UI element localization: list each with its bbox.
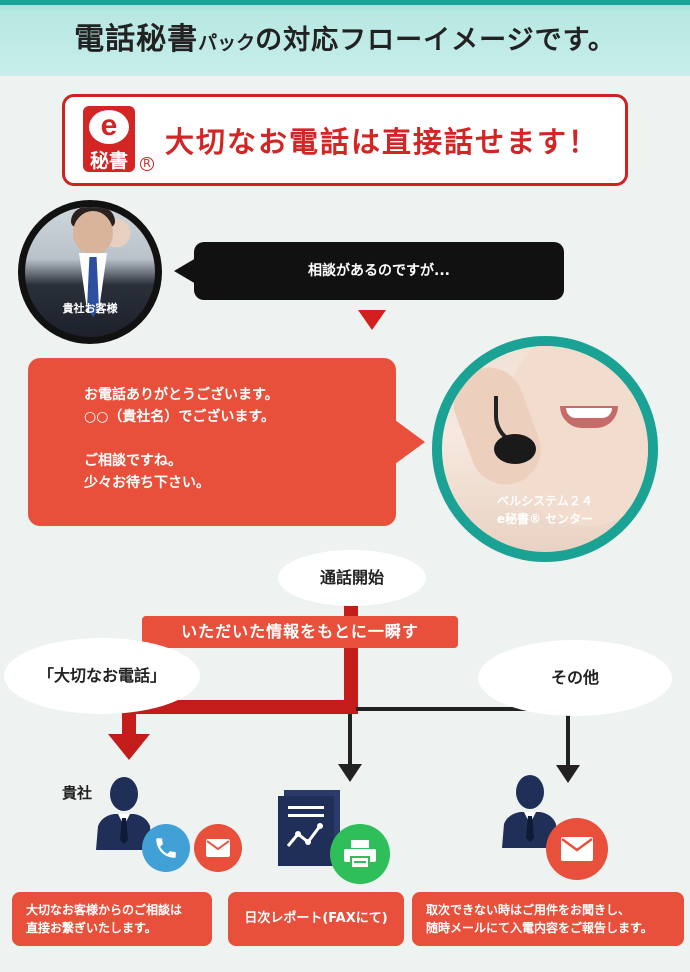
operator-label-line1: ベルシステム２４ bbox=[497, 494, 593, 508]
client-photo-circle: 貴社お客様 bbox=[18, 200, 162, 344]
headline-banner: e 秘書 R 大切なお電話は直接話せます！ bbox=[62, 94, 628, 186]
call-start-pill: 通話開始 bbox=[278, 550, 426, 606]
client-speech-bubble: 相談があるのですが... bbox=[194, 242, 564, 300]
box-line: 大切なお客様からのご相談は bbox=[26, 903, 183, 917]
speech-line: 少々お待ち下さい。 bbox=[84, 475, 210, 491]
speech-line: お電話ありがとうございます。 bbox=[84, 387, 279, 403]
speech-tail bbox=[174, 258, 196, 284]
box-line: 直接お繋ぎいたします。 bbox=[26, 921, 157, 935]
important-call-pill: 「大切なお電話」 bbox=[4, 638, 200, 714]
operator-speech-bubble: お電話ありがとうございます。 ○○（貴社名）でございます。 ご相談ですね。 少々… bbox=[28, 358, 396, 526]
flow-line bbox=[566, 707, 570, 767]
down-arrow-icon bbox=[556, 765, 580, 783]
box-line: 取次できない時はご用件をお聞きし、 bbox=[426, 903, 631, 917]
person-icon bbox=[96, 777, 152, 850]
printer-icon bbox=[330, 824, 390, 884]
operator-label-line2: e秘書® センター bbox=[496, 512, 594, 526]
operator-photo bbox=[442, 346, 648, 552]
down-arrow-icon bbox=[358, 310, 386, 330]
daily-report-box: 日次レポート(FAXにて) bbox=[228, 892, 404, 946]
flow-line bbox=[348, 714, 352, 766]
flow-line bbox=[122, 700, 358, 714]
company-label: 貴社 bbox=[62, 784, 93, 802]
down-arrow-icon bbox=[108, 734, 150, 760]
businessman-photo bbox=[25, 207, 155, 337]
person-icon bbox=[502, 775, 558, 848]
operator-photo-circle: ベルシステム２４ e秘書® センター bbox=[432, 336, 658, 562]
e-hisho-logo: e 秘書 bbox=[83, 106, 135, 172]
box-line: 随時メールにて入電内容をご報告します。 bbox=[426, 921, 653, 935]
page-title: 電話秘書パックの対応フローイメージです。 bbox=[0, 14, 690, 58]
banner-text: 大切なお電話は直接話せます！ bbox=[165, 125, 600, 159]
direct-transfer-box: 大切なお客様からのご相談は 直接お繋ぎいたします。 bbox=[12, 892, 212, 946]
email-report-box: 取次できない時はご用件をお聞きし、 随時メールにて入電内容をご報告します。 bbox=[412, 892, 684, 946]
instant-banner: いただいた情報をもとに一瞬す bbox=[142, 616, 458, 648]
registered-mark: R bbox=[140, 157, 154, 171]
other-pill: その他 bbox=[478, 640, 672, 716]
title-big: 電話秘書 bbox=[74, 22, 199, 57]
report-document-icon bbox=[278, 790, 340, 866]
flow-line bbox=[356, 707, 570, 711]
header-band bbox=[0, 0, 690, 76]
operator-label: ベルシステム２４ e秘書® センター bbox=[432, 492, 658, 528]
speech-line: ご相談ですね。 bbox=[84, 453, 182, 469]
mail-icon bbox=[194, 824, 242, 872]
client-label: 貴社お客様 bbox=[62, 302, 118, 315]
speech-line: ○○（貴社名）でございます。 bbox=[84, 409, 276, 425]
down-arrow-icon bbox=[338, 764, 362, 782]
title-small: パック bbox=[198, 32, 256, 54]
phone-icon bbox=[142, 824, 190, 872]
speech-tail bbox=[395, 420, 425, 464]
title-rest: の対応フローイメージです。 bbox=[255, 25, 616, 56]
logo-e: e bbox=[89, 110, 129, 144]
flow-line bbox=[344, 646, 358, 714]
logo-kanji: 秘書 bbox=[89, 150, 128, 172]
mail-icon bbox=[546, 818, 608, 880]
